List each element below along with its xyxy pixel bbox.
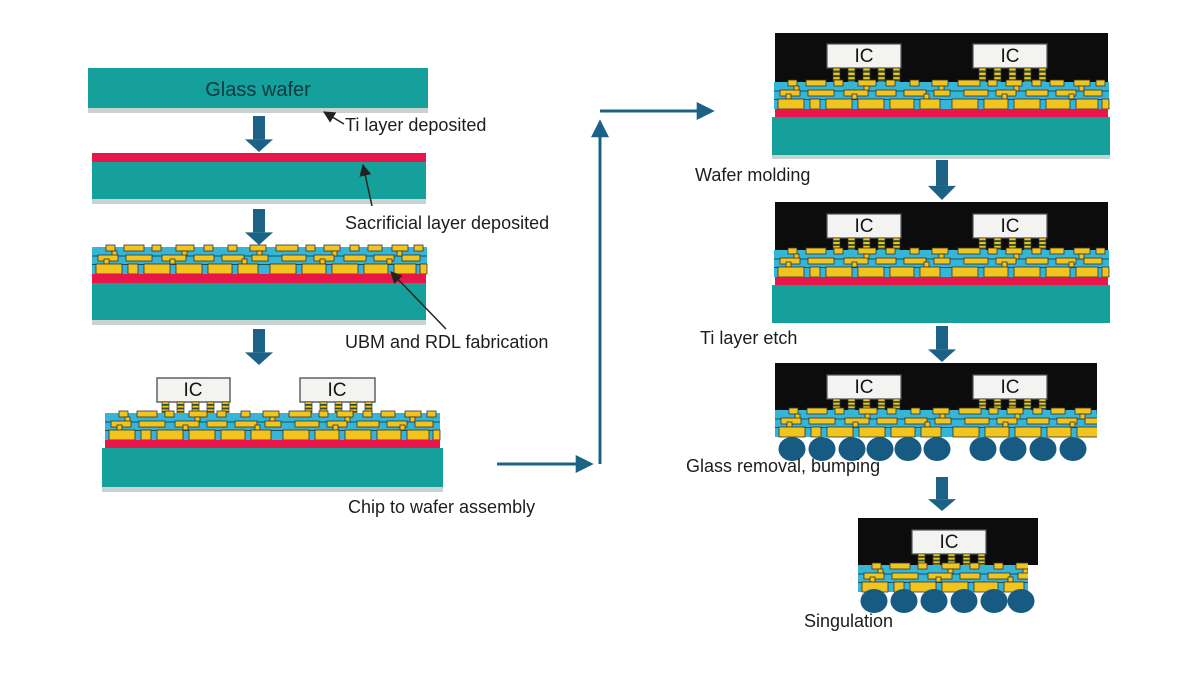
sacrificial-deposited-label: Sacrificial layer deposited — [345, 213, 549, 233]
step-ti-etch: IC IC — [772, 202, 1110, 323]
step-chip-to-wafer: IC IC — [102, 377, 443, 492]
step-glass-wafer: Glass wafer — [88, 68, 428, 113]
ic-label: IC — [940, 532, 959, 553]
glass-wafer-layer — [772, 117, 1110, 155]
sacrificial-layer — [105, 440, 440, 448]
ic-label: IC — [1001, 46, 1020, 67]
ic-label: IC — [328, 380, 347, 401]
sacrificial-layer — [92, 153, 426, 162]
wafer-molding-label: Wafer molding — [695, 165, 810, 185]
rdl-layer — [773, 79, 1110, 110]
ic-chip: IC — [156, 377, 231, 403]
ti-layer — [88, 108, 428, 113]
singulation-label: Singulation — [804, 611, 893, 631]
ic-chip: IC — [826, 43, 902, 69]
glass-wafer-layer — [92, 162, 426, 199]
down-arrow-icon — [928, 326, 956, 363]
glass-removal-label: Glass removal, bumping — [686, 456, 880, 476]
ic-label: IC — [855, 216, 874, 237]
ubm-rdl-label: UBM and RDL fabrication — [345, 332, 548, 352]
step-wafer-molding: IC IC — [772, 33, 1110, 159]
ic-chip: IC — [972, 213, 1048, 239]
down-arrow-icon — [245, 209, 273, 246]
down-arrow-icon — [928, 477, 956, 512]
glass-wafer-label: Glass wafer — [205, 79, 311, 101]
step-glass-removal: IC IC — [775, 363, 1097, 461]
ti-layer — [92, 320, 426, 325]
ti-pointer-line — [322, 111, 345, 125]
ic-label: IC — [1001, 216, 1020, 237]
column-connector — [497, 102, 715, 473]
ic-label: IC — [855, 377, 874, 398]
glass-wafer-layer — [772, 285, 1110, 323]
ti-layer — [92, 199, 426, 204]
down-arrow-icon — [245, 329, 273, 366]
ti-layer — [772, 155, 1110, 159]
ic-chip: IC — [972, 374, 1048, 400]
sacrificial-layer — [92, 274, 426, 283]
ti-deposited-label: Ti layer deposited — [345, 115, 486, 135]
chip-to-wafer-label: Chip to wafer assembly — [348, 497, 535, 517]
ic-label: IC — [1001, 377, 1020, 398]
ic-chip: IC — [299, 377, 376, 403]
mold-compound — [775, 363, 1097, 410]
ic-label: IC — [184, 380, 203, 401]
rdl-layer — [104, 410, 441, 441]
mold-compound — [775, 33, 1108, 82]
glass-wafer-layer — [102, 448, 443, 487]
sacrificial-layer — [775, 277, 1108, 285]
glass-wafer-layer — [92, 283, 426, 320]
step-singulation: IC — [858, 518, 1038, 613]
ic-chip: IC — [911, 529, 987, 555]
ic-chip: IC — [826, 213, 902, 239]
sacrificial-layer — [775, 109, 1108, 117]
ic-chip: IC — [972, 43, 1048, 69]
step-ubm-rdl — [91, 244, 428, 325]
rdl-layer — [91, 244, 428, 275]
ubm-pointer-line — [390, 271, 447, 330]
ic-chip: IC — [826, 374, 902, 400]
down-arrow-icon — [928, 160, 956, 200]
mold-compound — [775, 202, 1108, 250]
sacrificial-pointer-line — [359, 163, 373, 207]
ti-etch-label: Ti layer etch — [700, 328, 797, 348]
glass-wafer-layer — [88, 68, 428, 108]
rdl-layer — [773, 247, 1110, 278]
ti-layer — [102, 487, 443, 492]
ic-label: IC — [855, 46, 874, 67]
rdl-layer — [775, 407, 1097, 438]
down-arrow-icon — [245, 116, 273, 153]
step-sacrificial-layer — [92, 153, 426, 204]
solder-bumps — [860, 589, 1035, 613]
rdl-layer — [858, 562, 1028, 593]
